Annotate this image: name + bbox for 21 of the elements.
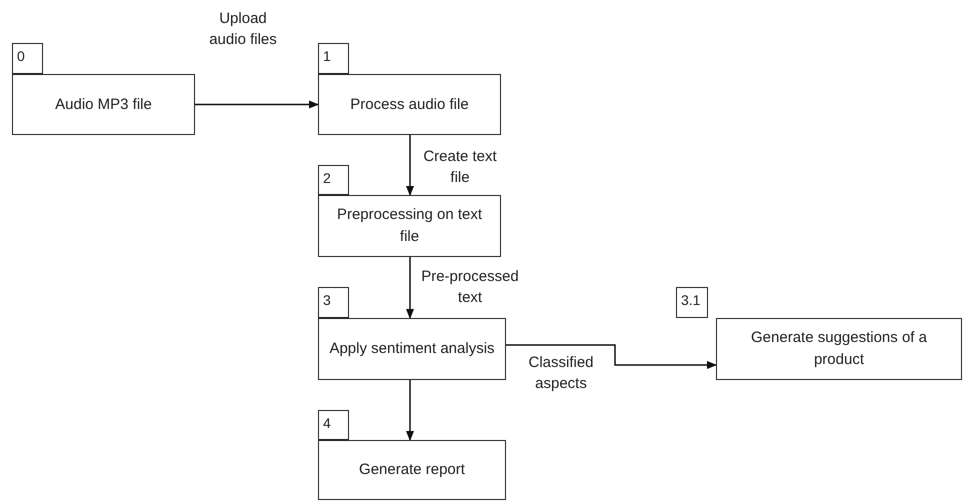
edge-label: Pre-processed text bbox=[420, 267, 520, 308]
process-box: Generate report bbox=[318, 440, 506, 500]
arrow bbox=[406, 257, 414, 319]
process-box: Generate suggestions of a product bbox=[716, 318, 962, 380]
process-box: Preprocessing on text file bbox=[318, 195, 501, 257]
edge-label: Create text file bbox=[422, 147, 498, 188]
process-box: Audio MP3 file bbox=[12, 74, 195, 135]
number-tab: 3 bbox=[318, 287, 349, 318]
arrow bbox=[506, 344, 717, 369]
process-box: Apply sentiment analysis bbox=[318, 318, 506, 380]
number-tab: 0 bbox=[12, 43, 43, 74]
number-tab: 1 bbox=[318, 43, 349, 74]
arrow bbox=[195, 100, 319, 108]
number-tab: 4 bbox=[318, 410, 349, 440]
number-tab: 3.1 bbox=[676, 287, 708, 318]
number-tab: 2 bbox=[318, 165, 349, 195]
arrow bbox=[406, 380, 414, 441]
process-box: Process audio file bbox=[318, 74, 501, 135]
arrow bbox=[406, 135, 414, 196]
edge-label: Upload audio files bbox=[208, 9, 278, 50]
edge-label: Classified aspects bbox=[527, 353, 595, 394]
